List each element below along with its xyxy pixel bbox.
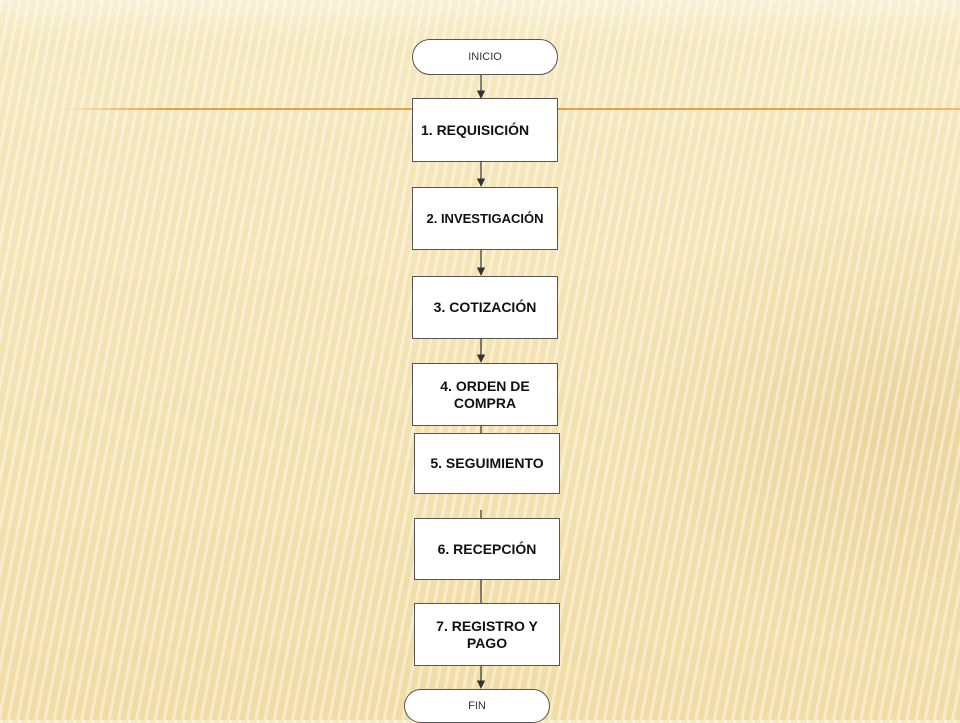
flow-step-6-label: 6. RECEPCIÓN [437, 540, 537, 557]
flow-step-4: 4. ORDEN DE COMPRA [412, 363, 558, 426]
background-highlight [0, 0, 960, 40]
flow-step-5: 5. SEGUIMIENTO [414, 433, 560, 494]
flow-step-6: 6. RECEPCIÓN [414, 518, 560, 580]
flow-step-3: 3. COTIZACIÓN [412, 276, 558, 339]
flow-end-label: FIN [468, 699, 486, 712]
flow-step-1: 1. REQUISICIÓN [412, 98, 558, 162]
flow-step-3-label: 3. COTIZACIÓN [433, 299, 537, 315]
flow-step-7: 7. REGISTRO Y PAGO [414, 603, 560, 666]
flow-step-7-label: 7. REGISTRO Y PAGO [436, 617, 538, 651]
flow-step-2: 2. INVESTIGACIÓN [412, 187, 558, 250]
flow-end-terminal: FIN [404, 689, 550, 723]
flow-start-terminal: INICIO [412, 39, 558, 75]
flow-step-2-label: 2. INVESTIGACIÓN [426, 211, 544, 226]
flow-step-1-label: 1. REQUISICIÓN [421, 121, 530, 138]
flow-step-4-label: 4. ORDEN DE COMPRA [440, 377, 530, 411]
flow-step-5-label: 5. SEGUIMIENTO [430, 455, 544, 471]
flow-start-label: INICIO [468, 50, 502, 63]
